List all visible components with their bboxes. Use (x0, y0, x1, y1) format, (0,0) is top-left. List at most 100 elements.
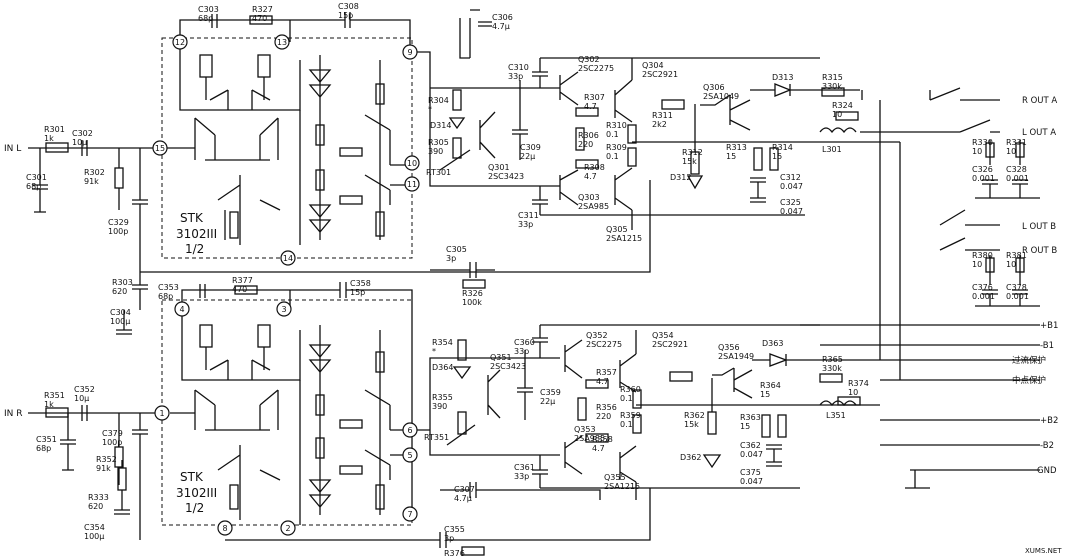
bottom-ref-r352: R352 (96, 455, 117, 464)
top-ref-q303: Q303 (578, 193, 600, 202)
resistor-r301 (45, 142, 69, 153)
capacitor-c355 (225, 488, 651, 548)
top-ref-r302: R302 (84, 168, 105, 177)
pin-4: 4 (179, 305, 184, 314)
top-ref-r326: R326 (462, 289, 483, 298)
top-ref-l301: L301 (822, 145, 842, 154)
top-ref-q304: Q304 (642, 61, 664, 70)
pin-15: 15 (155, 144, 165, 153)
top-ref-c304: C304 (110, 308, 131, 317)
ic-pins-top: 12 13 9 15 10 11 14 (152, 34, 420, 266)
top-ref-c326: C326 (972, 165, 993, 174)
bottom-ref-q356: Q356 (718, 343, 740, 352)
capacitor-c354 (114, 460, 130, 515)
watermark: XUMS.NET (1025, 547, 1062, 555)
pin-5: 5 (407, 451, 412, 460)
top-ref-c302: C302 (72, 129, 93, 138)
bottom-ref-r377: R377 (232, 276, 253, 285)
bottom-value-q353: 2SA985 (574, 434, 605, 443)
bottom-ref-c375: C375 (740, 468, 761, 477)
bottom-value-c353: 68p (158, 292, 173, 301)
top-ref-rt301: RT301 (426, 168, 451, 177)
bottom-ref-c362: C362 (740, 441, 761, 450)
bottom-value-r364: 15 (760, 390, 770, 399)
top-ref-r303: R303 (112, 278, 133, 287)
bottom-ref-r362: R362 (684, 411, 705, 420)
bottom-value-r355: 390 (432, 402, 447, 411)
label-gnd: GND (1037, 466, 1057, 476)
top-value-c325: 0.047 (780, 207, 803, 216)
top-ref-c329: C329 (108, 218, 129, 227)
pin-11: 11 (407, 180, 417, 189)
label-overcurrent: 过流保护 (1012, 355, 1046, 366)
bottom-ref-r354: R354 (432, 338, 453, 347)
bottom-value-q352: 2SC2275 (586, 340, 622, 349)
label-r-out-a: R OUT A (1022, 96, 1057, 106)
bottom-ref-c353: C353 (158, 283, 179, 292)
capacitor-c329 (132, 148, 148, 272)
top-ref-r327: R327 (252, 5, 273, 14)
ic-fraction-top: 1/2 (185, 242, 204, 256)
ic-model-bottom: 3102III (176, 486, 217, 500)
ic-fraction-bottom: 1/2 (185, 501, 204, 515)
top-ref-r313: R313 (726, 143, 747, 152)
feedback-wire-top (140, 180, 651, 273)
bottom-ref-c359: C359 (540, 388, 561, 397)
bottom-value-c307: 4.7μ (454, 494, 472, 503)
bottom-ref-q351: Q351 (490, 353, 512, 362)
top-value-q303: 2SA985 (578, 202, 609, 211)
top-value-r310: 0.1 (606, 130, 619, 139)
top-value-c326: 0.001 (972, 174, 995, 183)
top-ref-r311: R311 (652, 111, 673, 120)
top-ref-c306: C306 (492, 13, 513, 22)
ic-model-top: 3102III (176, 227, 217, 241)
capacitor-c308 (344, 12, 351, 28)
top-ref-r312: R312 (682, 148, 703, 157)
label-l-out-a: L OUT A (1022, 128, 1056, 138)
top-value-c378: 0.001 (1006, 292, 1029, 301)
top-value-r327: 470 (252, 14, 267, 23)
top-ref-c308: C308 (338, 2, 359, 11)
bottom-value-c354: 100μ (84, 532, 104, 541)
capacitor-c301 (32, 148, 48, 213)
top-ref-r324: R324 (832, 101, 853, 110)
bottom-value-r360: 0.1 (620, 394, 633, 403)
bottom-value-c361: 33p (514, 472, 529, 481)
bottom-ref-r363: R363 (740, 413, 761, 422)
top-ref-r331: R331 (1006, 138, 1027, 147)
ic-internal-bottom (170, 310, 412, 525)
top-ref-r381: R381 (1006, 251, 1027, 260)
bottom-value-r359: 0.1 (620, 420, 633, 429)
top-value-c304: 100μ (110, 317, 130, 326)
bottom-ref-c355: C355 (444, 525, 465, 534)
bottom-value-r333: 620 (88, 502, 103, 511)
pin-2: 2 (285, 524, 290, 533)
top-ref-c310: C310 (508, 63, 529, 72)
top-value-r331: 10 (1006, 147, 1016, 156)
top-value-c376: 0.001 (972, 292, 995, 301)
pin-8: 8 (222, 524, 227, 533)
ic-name-top: STK (180, 211, 204, 225)
bottom-value-r352: 91k (96, 464, 111, 473)
bottom-ref-rt351: RT351 (424, 433, 449, 442)
bottom-value-r357: 4.7 (596, 377, 609, 386)
pin-6: 6 (407, 426, 412, 435)
bottom-ref-r359: R359 (620, 411, 641, 420)
pin-13: 13 (277, 38, 287, 47)
resistor-r326 (462, 279, 486, 289)
top-value-r307: 4.7 (584, 102, 597, 111)
pin-3: 3 (281, 305, 286, 314)
bottom-ref-c360: C360 (514, 338, 535, 347)
bottom-ref-c354: C354 (84, 523, 105, 532)
pin-14: 14 (283, 254, 293, 263)
capacitor-c303 (211, 14, 218, 28)
bottom-ref-r333: R333 (88, 493, 109, 502)
top-value-c303: 68p (198, 14, 213, 23)
top-value-r309: 0.1 (606, 152, 619, 161)
bottom-ref-c379: C379 (102, 429, 123, 438)
top-value-c311: 33p (518, 220, 533, 229)
top-ref-r309: R309 (606, 143, 627, 152)
top-ref-q301: Q301 (488, 163, 510, 172)
